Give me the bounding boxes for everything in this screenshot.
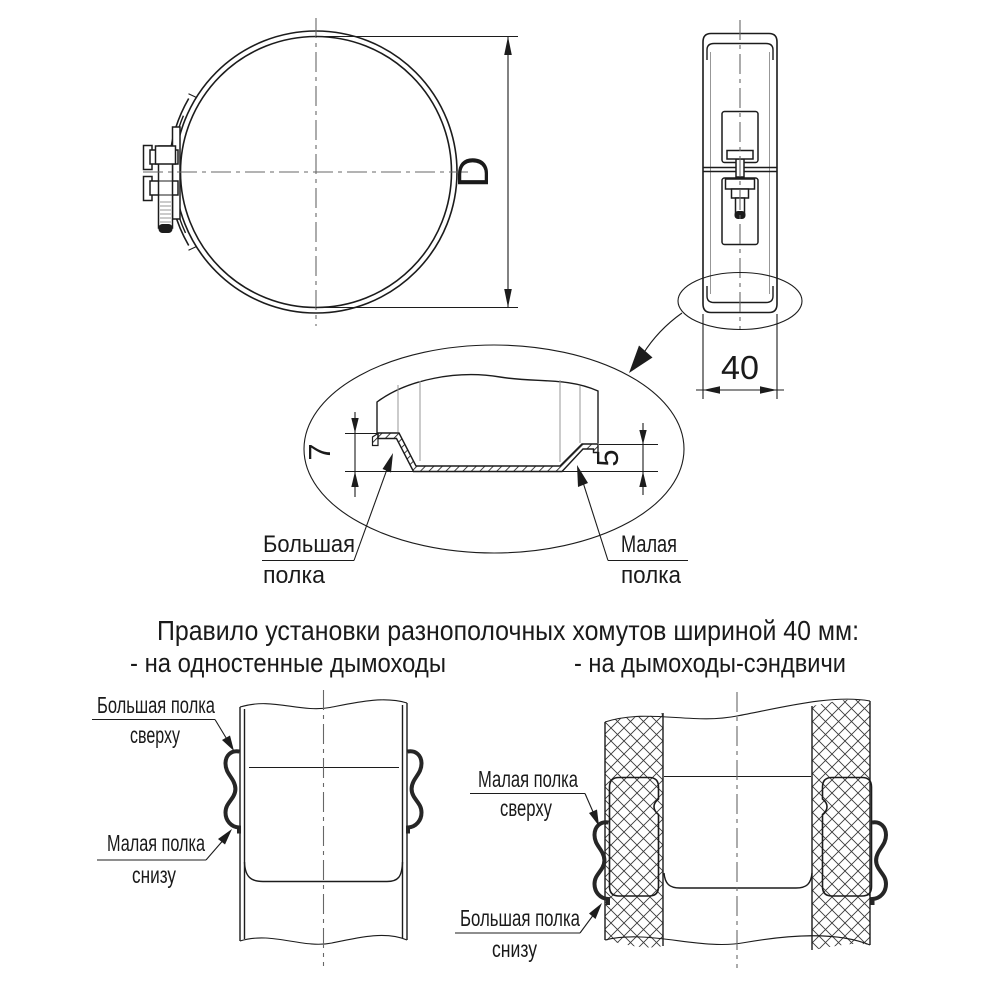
bolt-assembly <box>142 126 181 233</box>
label-big-flange-top: Большая полка сверху <box>92 692 234 751</box>
clamp-bottom-edge-inner <box>663 872 813 889</box>
band-break-edges <box>376 374 599 443</box>
subtitle-single-wall: - на одностенные дымоходы <box>130 648 446 678</box>
clamp-profile-right <box>406 749 424 834</box>
sandwich-diagram: Малая полка сверху Большая полка снизу <box>455 692 889 968</box>
dimension-5: 5 <box>590 423 647 495</box>
detail-ellipse <box>303 344 685 554</box>
label-line2: сверху <box>130 722 180 748</box>
value-5: 5 <box>590 449 625 466</box>
page-title: Правило установки разнополочных хомутов … <box>157 615 859 646</box>
width-value: 40 <box>721 349 759 386</box>
leader-arrowhead <box>222 735 234 751</box>
clamp-profile-left <box>592 820 610 905</box>
band-bend-lines <box>397 380 581 462</box>
detail-leader-curve <box>642 312 683 355</box>
arrow-up <box>351 471 359 487</box>
arrow-up <box>639 471 647 487</box>
strip-bend-lines <box>710 52 770 294</box>
bolt-head <box>154 145 177 165</box>
profile-hatched <box>377 432 599 473</box>
label-line1: Большая полка <box>97 692 215 718</box>
leader-arrowhead <box>589 809 599 826</box>
label-line2: снизу <box>492 936 537 962</box>
cross-section-detail: 7 5 Большая полка Малая полка <box>262 344 688 589</box>
pipe-break-top <box>604 698 871 723</box>
clamp-profile-right <box>870 820 889 905</box>
label-line2: снизу <box>132 862 176 888</box>
clamp-profile-left <box>223 749 241 834</box>
insulation-left <box>605 713 663 948</box>
inner-walls <box>662 706 813 950</box>
diameter-label: D <box>449 156 498 188</box>
label-line2: сверху <box>500 795 552 821</box>
leader-line <box>353 460 391 561</box>
dim-arrow-up <box>504 36 512 55</box>
band-end-ticks <box>188 93 197 251</box>
big-flange-line1: Большая <box>263 531 355 558</box>
leader-arrowhead <box>589 903 602 919</box>
socket-bottom-edge <box>243 861 404 883</box>
detail-callout-ellipse <box>677 271 803 331</box>
subtitle-sandwich: - на дымоходы-сэндвичи <box>574 648 846 678</box>
big-flange-line2: полка <box>263 562 326 589</box>
label-small-flange-top: Малая полка сверху <box>470 766 599 826</box>
strip-second-top <box>706 42 774 60</box>
dim-arrow-down <box>504 289 512 308</box>
band-end-plate <box>171 126 181 220</box>
profile-left-lip <box>371 432 379 447</box>
small-flange-label: Малая полка <box>577 465 688 589</box>
single-wall-diagram: Большая полка сверху Малая полка снизу <box>92 690 424 966</box>
pipe-walls <box>239 703 408 941</box>
arrow-down <box>639 430 647 445</box>
dim-arrow-right <box>760 386 777 394</box>
label-line1: Малая полка <box>107 830 205 856</box>
arrow-down <box>351 418 359 433</box>
leader-arrowhead <box>218 829 232 845</box>
pipe-break-bottom <box>604 935 871 946</box>
clamp-band-right <box>821 776 873 897</box>
detail-leader-arrowhead <box>629 345 653 373</box>
value-7: 7 <box>302 443 337 460</box>
clamp-side-view: 40 <box>629 20 803 399</box>
leader-arrowhead <box>577 465 588 487</box>
dimension-width-40: 40 <box>696 314 784 399</box>
leader-arrowhead <box>382 453 393 473</box>
hatched-profile <box>371 432 599 473</box>
insulation-right <box>812 699 870 950</box>
pipe-break-bottom <box>239 934 408 945</box>
label-line1: Малая полка <box>478 766 578 792</box>
small-flange-line2: полка <box>621 562 682 589</box>
bolt-tip <box>158 224 173 233</box>
clamp-band-left <box>608 776 660 897</box>
big-flange-label: Большая полка <box>262 453 393 589</box>
label-big-flange-bottom: Большая полка снизу <box>455 903 602 962</box>
band-break-fill <box>377 374 598 466</box>
bolt-threads <box>160 201 171 223</box>
outer-walls <box>604 701 871 945</box>
dim-arrow-left <box>703 386 720 394</box>
label-small-flange-bottom: Малая полка снизу <box>97 829 232 888</box>
pipe-break-top <box>239 699 408 710</box>
extension-lines <box>702 314 778 399</box>
small-flange-line1: Малая <box>621 531 677 558</box>
label-line1: Большая полка <box>460 905 580 931</box>
dimension-7: 7 <box>302 412 359 497</box>
extension-lines <box>316 35 518 309</box>
strip-outer-contour <box>702 32 778 314</box>
bolt-nut-lines <box>158 180 173 196</box>
leader-line <box>579 472 609 561</box>
dimension-diameter: D <box>316 35 518 309</box>
clamp-front-view: D <box>142 18 518 326</box>
